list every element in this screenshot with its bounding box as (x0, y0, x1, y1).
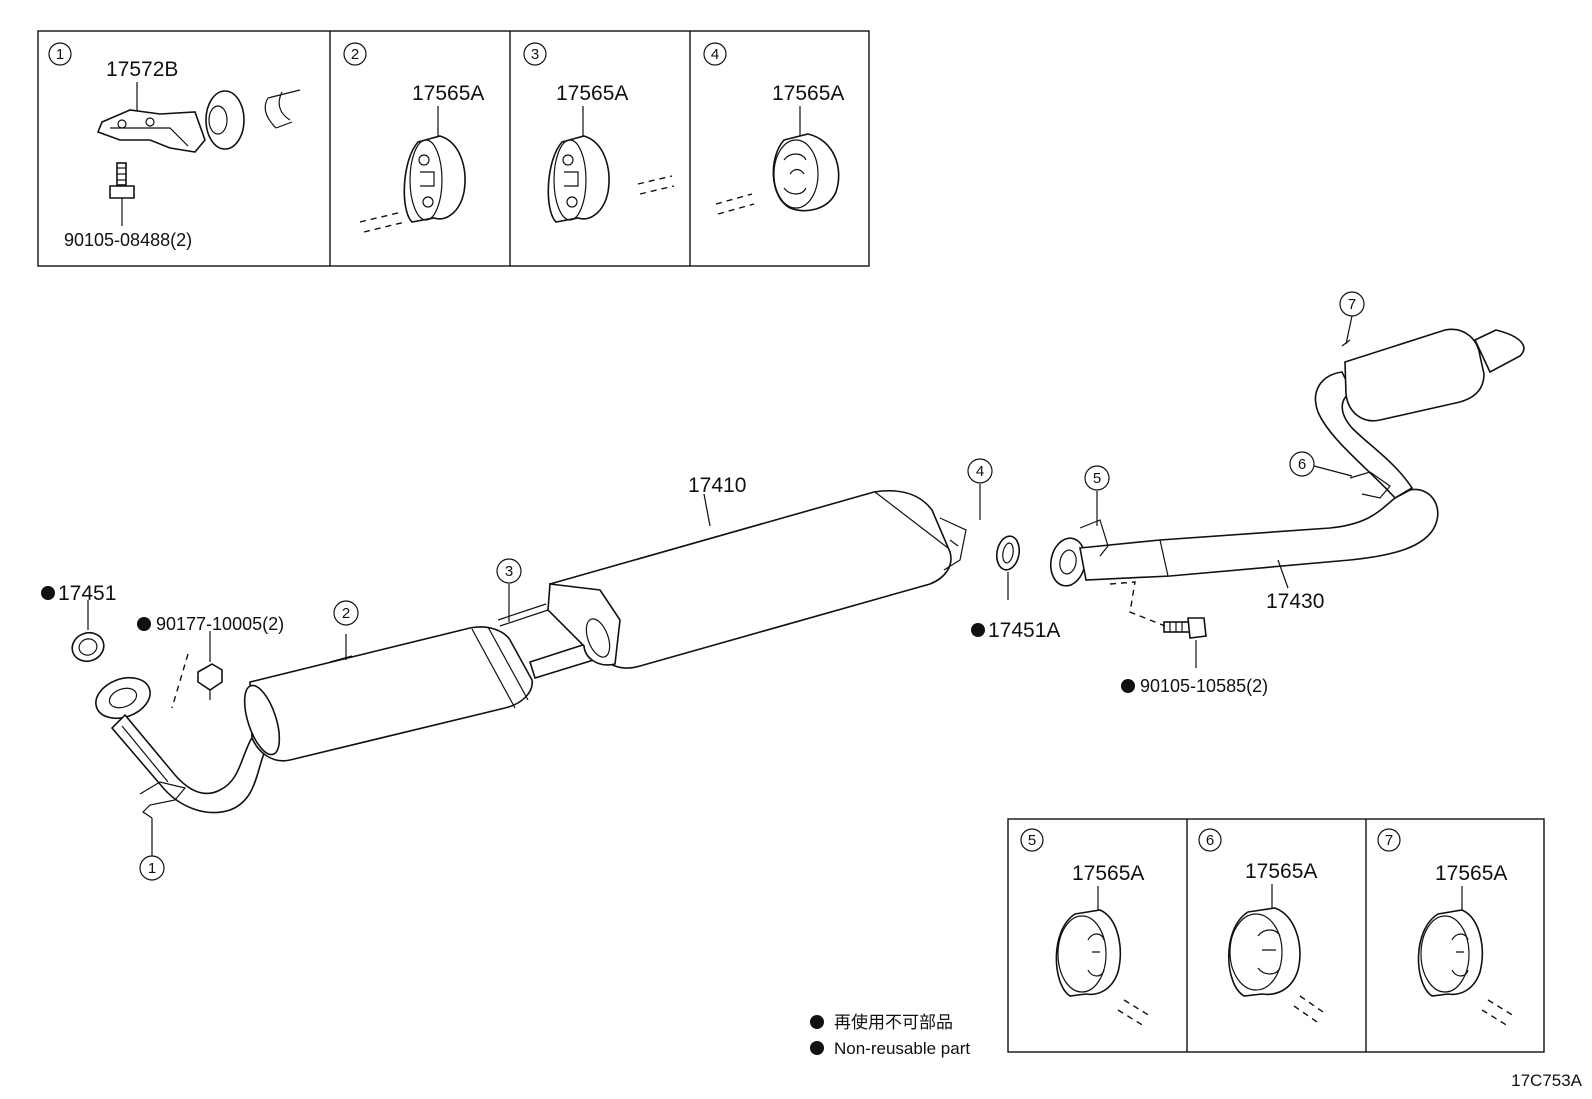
hanger-pin-icon (715, 193, 755, 215)
inset-5: 5 17565A (1020, 828, 1151, 1027)
inset-3-number: 3 (531, 46, 539, 63)
rubber-hanger-icon (1417, 909, 1484, 997)
hanger-6-icon (1349, 471, 1391, 499)
hanger-5-icon (1079, 519, 1109, 557)
hanger-pin-icon (1117, 999, 1151, 1027)
tail-pipe-icon (1049, 328, 1525, 587)
gasket-rear-number: 17451A (988, 619, 1060, 642)
inset-5-part-number: 17565A (1072, 862, 1144, 885)
callout-4: 4 (976, 463, 984, 480)
legend-line-en: Non-reusable part (834, 1039, 970, 1058)
bottom-inset-panel: 5 17565A 6 17565A 7 (1007, 818, 1545, 1053)
inset-4: 4 17565A (703, 42, 844, 215)
inset-2-number: 2 (351, 46, 359, 63)
top-inset-panel: 1 17572B 90105-08488(2) (37, 30, 870, 267)
inset-6-number: 6 (1206, 832, 1214, 849)
hanger-pin-icon (637, 175, 675, 195)
rubber-hanger-icon (403, 135, 466, 223)
bolt-rear-number: 90105-10585(2) (1140, 676, 1268, 696)
callout-7: 7 (1348, 296, 1356, 313)
inset-5-number: 5 (1028, 832, 1036, 849)
inset-1-bolt-number: 90105-08488(2) (64, 230, 192, 250)
hanger-bracket-1-icon (139, 781, 187, 819)
callout-6: 6 (1298, 456, 1306, 473)
inset-2: 2 17565A (343, 42, 484, 233)
callout-1: 1 (148, 860, 156, 877)
inset-6-part-number: 17565A (1245, 860, 1317, 883)
inset-2-part-number: 17565A (412, 82, 484, 105)
front-nut-icon (197, 663, 223, 700)
main-part-labels: 17451 90177-10005(2) 17410 17451A 17430 … (41, 474, 1324, 696)
front-pipe-assembly (95, 676, 274, 819)
callout-3: 3 (505, 563, 513, 580)
rubber-hanger-icon (772, 133, 840, 212)
center-muffler-icon (497, 490, 967, 669)
inset-1-part-number: 17572B (106, 58, 178, 81)
legend-line-ja: 再使用不可部品 (834, 1012, 953, 1032)
inset-1: 1 17572B 90105-08488(2) (48, 42, 301, 250)
nut-front-number: 90177-10005(2) (156, 614, 284, 634)
gasket-front-number: 17451 (58, 582, 116, 605)
inset-1-number: 1 (56, 46, 64, 63)
hanger-pin-icon (1481, 999, 1515, 1027)
inset-7-part-number: 17565A (1435, 862, 1507, 885)
inset-3-part-number: 17565A (556, 82, 628, 105)
rubber-hanger-icon (1228, 907, 1301, 997)
rubber-hanger-icon (547, 135, 610, 223)
inset-4-number: 4 (711, 46, 719, 63)
center-muffler-number: 17410 (688, 474, 746, 497)
rear-gasket-icon (995, 535, 1021, 571)
callout-5: 5 (1093, 470, 1101, 487)
pipe-segment-icon (264, 89, 301, 129)
diagram-code: 17C753A (1511, 1071, 1583, 1090)
inset-7: 7 17565A (1377, 828, 1515, 1027)
inset-7-number: 7 (1385, 832, 1393, 849)
callouts: 1 2 3 4 5 6 7 (139, 291, 1365, 881)
hanger-pin-icon (1293, 995, 1327, 1025)
inset-3: 3 17565A (523, 42, 675, 223)
front-muffler-icon (243, 626, 533, 762)
inset-4-part-number: 17565A (772, 82, 844, 105)
callout-2: 2 (342, 605, 350, 622)
legend: 再使用不可部品 Non-reusable part (810, 1012, 970, 1058)
rear-bolt-icon (1163, 617, 1207, 639)
front-gasket-icon (71, 631, 105, 663)
bolt-icon (109, 162, 135, 199)
hanger-pin-icon (359, 211, 406, 233)
inset-6: 6 17565A (1198, 828, 1327, 1025)
exhaust-bracket-icon (96, 90, 245, 153)
rubber-hanger-icon (1055, 909, 1122, 997)
tail-pipe-number: 17430 (1266, 590, 1324, 613)
